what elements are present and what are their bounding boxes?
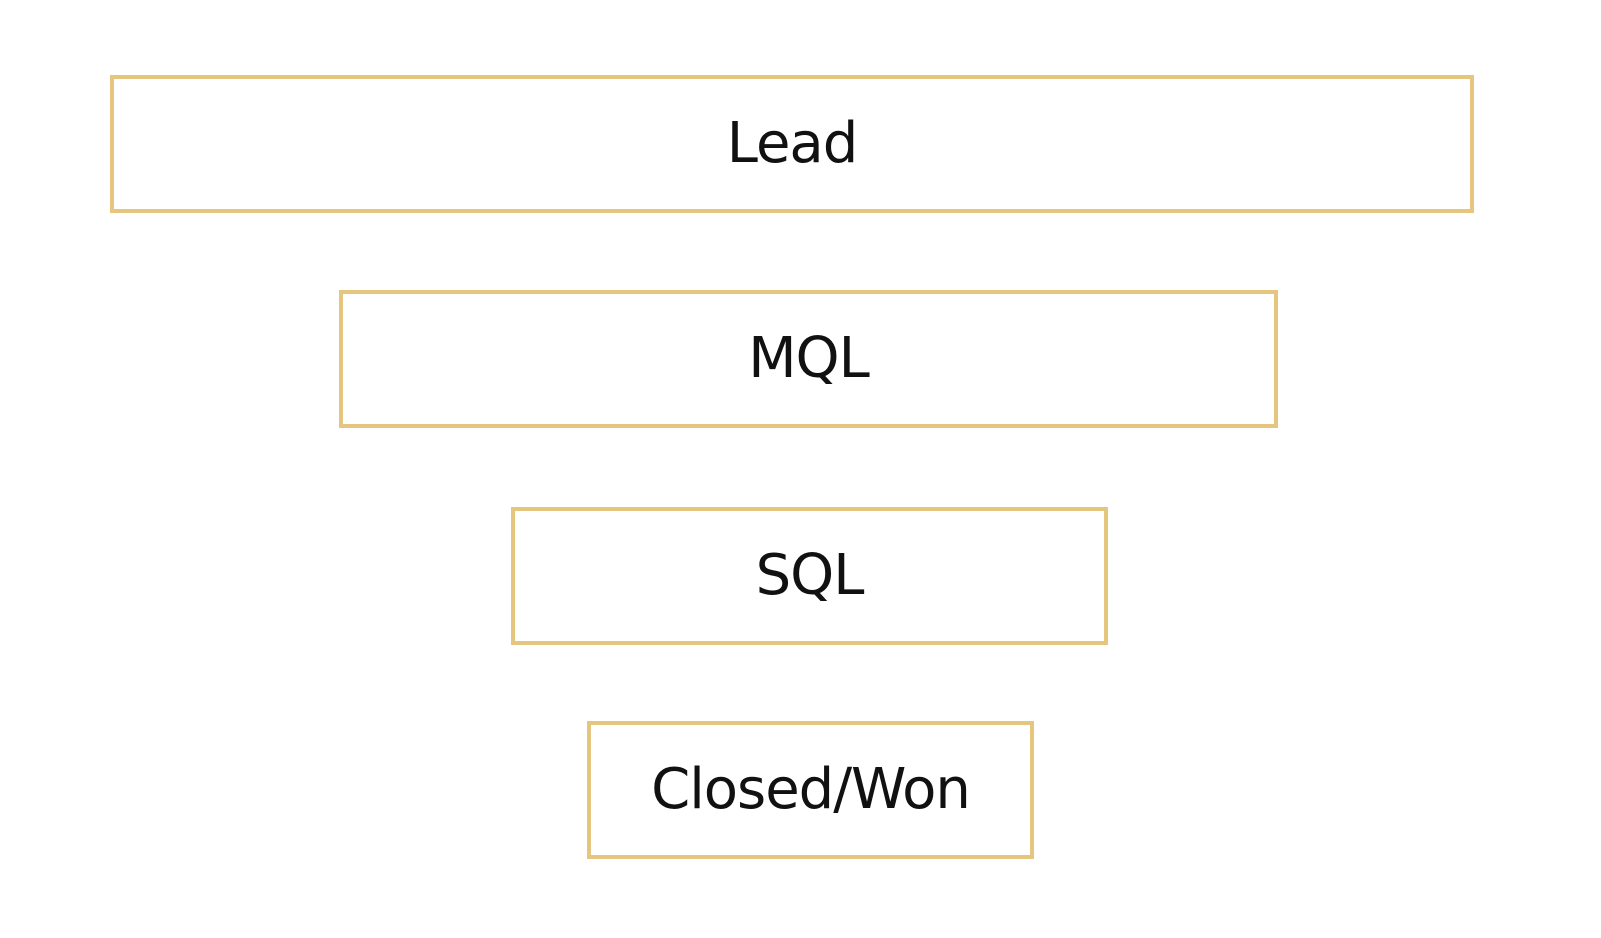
funnel-stage-sql: SQL xyxy=(511,507,1108,645)
funnel-stage-label: SQL xyxy=(755,543,865,608)
funnel-stage-label: MQL xyxy=(748,326,870,391)
funnel-stage-mql: MQL xyxy=(339,290,1278,428)
funnel-stage-label: Closed/Won xyxy=(651,757,971,822)
funnel-stage-closed-won: Closed/Won xyxy=(587,721,1034,859)
funnel-stage-lead: Lead xyxy=(110,75,1474,213)
funnel-stage-label: Lead xyxy=(726,111,859,176)
